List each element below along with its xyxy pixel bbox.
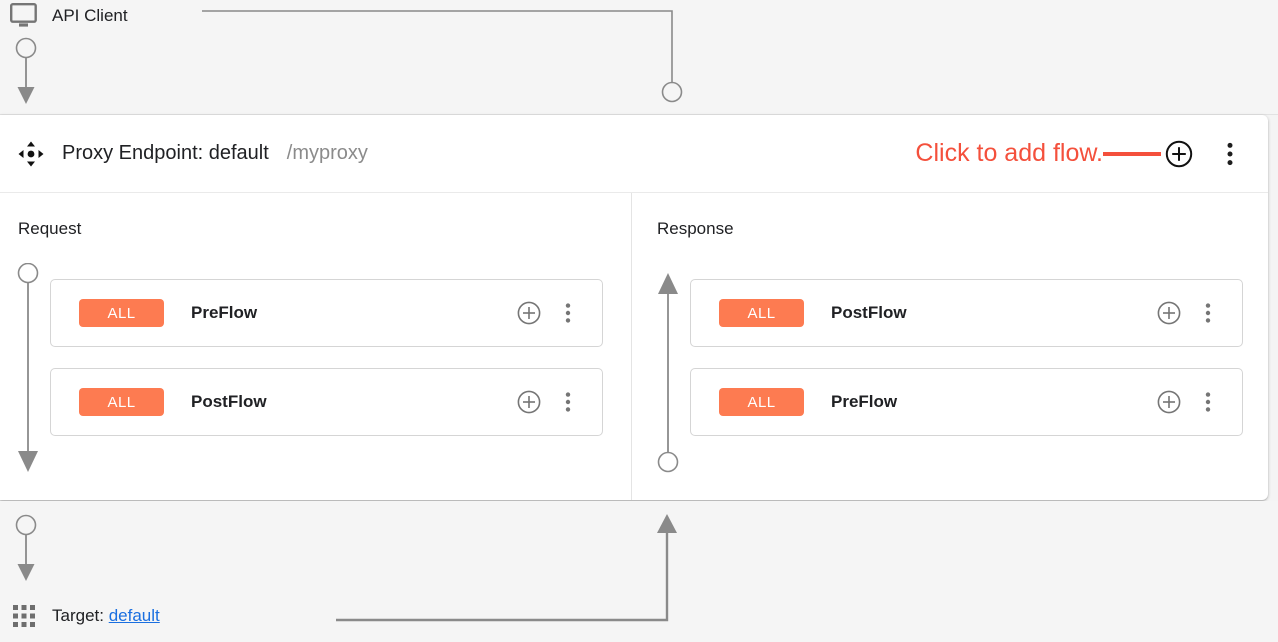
api-client-band: API Client (0, 0, 1278, 115)
flow-card-postflow-response[interactable]: ALL PostFlow (690, 279, 1243, 347)
flow-card-postflow-request[interactable]: ALL PostFlow (50, 368, 603, 436)
add-flow-button[interactable] (1165, 140, 1193, 168)
response-flow-list: ALL PostFlow ALL PreFlow (690, 279, 1243, 457)
response-flow-rail (657, 273, 679, 473)
target-label-text: Target: (52, 606, 104, 625)
monitor-icon-svg (10, 3, 37, 27)
column-title-response: Response (657, 219, 734, 238)
more-vert-icon[interactable] (557, 302, 579, 324)
response-rail-arrowhead (658, 273, 678, 294)
apps-grid-icon-svg (13, 605, 35, 627)
target-band: Target: default (0, 501, 1278, 642)
add-circle-icon[interactable] (517, 390, 541, 414)
page-title: Proxy Endpoint: default (62, 142, 269, 164)
status-badge: ALL (719, 299, 804, 327)
response-rail-dot (657, 451, 679, 473)
status-badge: ALL (79, 388, 164, 416)
monitor-icon (10, 3, 38, 29)
column-request: Request ALL PreFlow (0, 193, 631, 500)
add-circle-icon[interactable] (1157, 301, 1181, 325)
flow-card-preflow-request[interactable]: ALL PreFlow (50, 279, 603, 347)
request-rail-dot (17, 263, 39, 284)
status-badge: ALL (79, 299, 164, 327)
annotation-leader-line (1103, 151, 1161, 156)
proxy-basepath: /myproxy (286, 142, 368, 164)
flow-name: PreFlow (831, 392, 898, 411)
apps-grid-icon (13, 605, 35, 627)
annotation-text: Click to add flow. (915, 139, 1103, 167)
api-client-label: API Client (52, 6, 128, 25)
add-circle-icon[interactable] (1157, 390, 1181, 414)
more-vert-icon[interactable] (1197, 302, 1219, 324)
proxy-title-group[interactable]: Proxy Endpoint: default /myproxy (18, 141, 368, 167)
move-icon-svg (18, 141, 44, 166)
add-circle-icon[interactable] (517, 301, 541, 325)
proxy-endpoint-card: Proxy Endpoint: default /myproxy Click t… (0, 115, 1268, 500)
target-label: Target: default (52, 606, 160, 626)
target-node[interactable]: Target: default (13, 605, 160, 627)
target-link[interactable]: default (108, 606, 160, 625)
move-icon[interactable] (18, 141, 44, 167)
request-flow-rail (17, 263, 39, 472)
more-vert-icon[interactable] (1197, 391, 1219, 413)
flow-name: PreFlow (191, 303, 258, 322)
request-rail-arrowhead (18, 451, 38, 472)
proxy-header-actions: Click to add flow. (915, 115, 1268, 192)
flow-card-preflow-response[interactable]: ALL PreFlow (690, 368, 1243, 436)
more-vert-icon[interactable] (557, 391, 579, 413)
flow-columns: Request ALL PreFlow (0, 193, 1268, 500)
flow-name: PostFlow (191, 392, 267, 411)
column-response: Response ALL PostFlow (631, 193, 1268, 500)
proxy-endpoint-header: Proxy Endpoint: default /myproxy Click t… (0, 115, 1268, 193)
column-title-request: Request (18, 219, 82, 238)
status-badge: ALL (719, 388, 804, 416)
flow-name: PostFlow (831, 303, 907, 322)
more-vert-icon[interactable] (1217, 141, 1243, 167)
api-client-node[interactable]: API Client (10, 3, 128, 29)
request-flow-list: ALL PreFlow ALL PostFlow (50, 279, 603, 457)
